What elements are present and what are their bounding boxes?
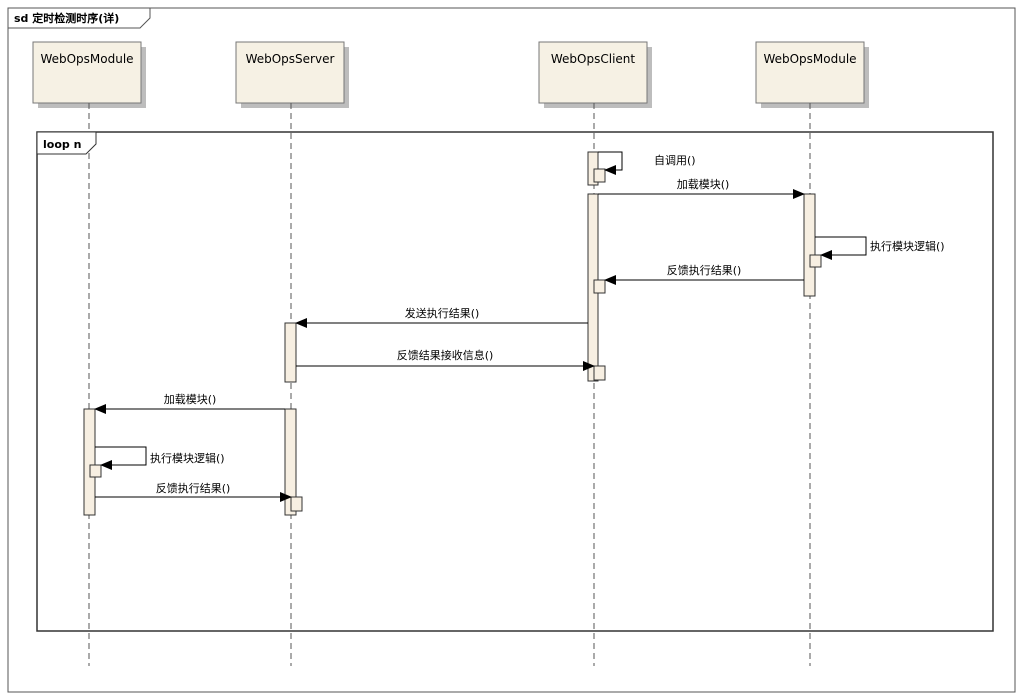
message-receipt-info: 反馈结果接收信息(): [296, 348, 595, 371]
message-return-result: 反馈执行结果(): [95, 481, 292, 502]
lifeline-webopsserver: WebOpsServer: [235, 41, 349, 108]
message-execute-logic: 执行模块逻辑(): [815, 236, 945, 260]
message-label: 反馈执行结果(): [156, 481, 231, 495]
lifeline-name: WebOpsClient: [551, 52, 636, 66]
loop-fragment: [36, 131, 994, 632]
activation-box: [290, 496, 303, 512]
message-self-call: 自调用(): [598, 151, 696, 175]
message-label: 加载模块(): [677, 178, 730, 191]
message-load-module: 加载模块(): [94, 393, 285, 414]
loop-fragment-tab: [36, 131, 97, 155]
loop-fragment-label: loop n: [43, 138, 81, 151]
activation-box: [809, 254, 822, 268]
message-label: 执行模块逻辑(): [150, 451, 225, 465]
message-return-result: 反馈执行结果(): [604, 263, 804, 285]
message-label: 反馈结果接收信息(): [397, 348, 494, 362]
activation-box: [89, 464, 102, 478]
activation-bar: [284, 322, 297, 383]
message-label: 自调用(): [654, 154, 696, 167]
diagram-title-tab: [7, 7, 151, 29]
activation-bar: [803, 193, 816, 297]
activation-box: [593, 365, 606, 381]
message-execute-logic: 执行模块逻辑(): [95, 446, 225, 470]
activation-bar: [83, 408, 96, 516]
message-label: 发送执行结果(): [405, 306, 480, 320]
lifeline-webopsmodule-right: WebOpsModule: [755, 41, 869, 108]
diagram-title: sd 定时检测时序(详): [14, 11, 119, 25]
message-send-result: 发送执行结果(): [295, 306, 588, 328]
diagram-frame: [7, 7, 1016, 693]
lifeline-webopsmodule-left: WebOpsModule: [32, 41, 146, 108]
message-label: 加载模块(): [164, 393, 217, 406]
activation-box: [593, 279, 606, 294]
lifeline-name: WebOpsServer: [246, 52, 335, 66]
activation-box: [593, 168, 606, 183]
activation-bar: [284, 408, 297, 516]
message-label: 反馈执行结果(): [667, 263, 742, 277]
lifeline-webopsclient: WebOpsClient: [538, 41, 652, 108]
message-label: 执行模块逻辑(): [870, 239, 945, 253]
lifeline-name: WebOpsModule: [40, 52, 133, 66]
lifeline-name: WebOpsModule: [763, 52, 856, 66]
message-load-module: 加载模块(): [598, 178, 805, 199]
